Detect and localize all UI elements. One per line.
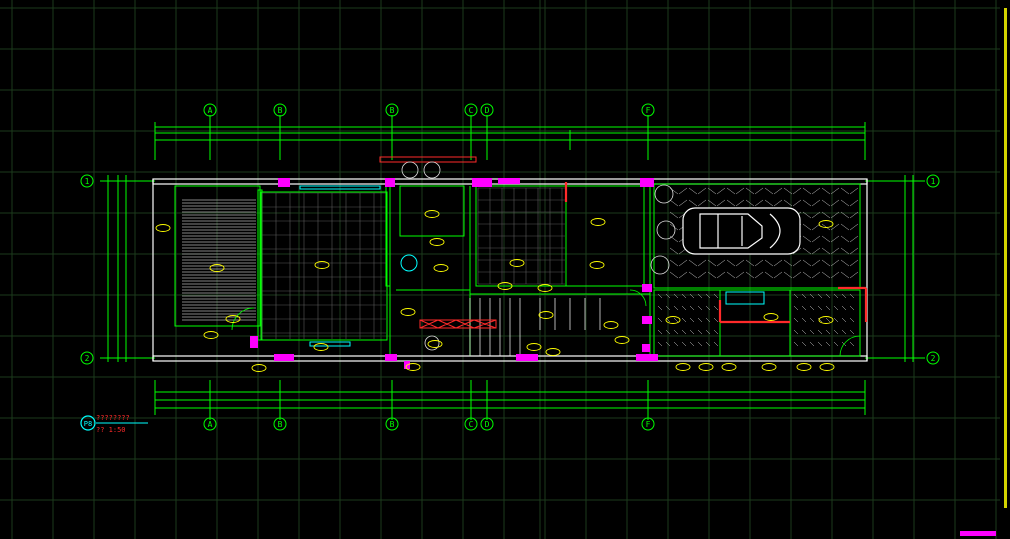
title-badge: P8 (84, 420, 92, 428)
axis-label-top: B (278, 106, 283, 115)
axis-bubble-labels: A B B C D F A B B C D F 1 2 1 2 (85, 106, 936, 429)
staircase (469, 298, 601, 356)
axis-label-side: 1 (85, 177, 90, 186)
layout-tab-marker[interactable] (960, 531, 996, 536)
red-partitions (564, 182, 868, 324)
axis-label-side: 1 (931, 177, 936, 186)
axis-label-top: D (485, 106, 490, 115)
car-icon (682, 207, 801, 255)
axis-label-top: F (646, 106, 651, 115)
kitchen-tile-pattern (477, 187, 565, 285)
storage-cabinets (379, 156, 497, 329)
tree-icon (401, 161, 676, 351)
deck-hatch (182, 199, 256, 321)
axis-label-top: B (390, 106, 395, 115)
drawing-title: ???????? (96, 414, 130, 422)
fixtures (299, 185, 765, 347)
dimension-lines-top (154, 115, 866, 160)
axis-label-bottom: F (646, 420, 651, 429)
axis-label-bottom: B (390, 420, 395, 429)
axis-label-bottom: B (278, 420, 283, 429)
axis-label-side: 2 (85, 354, 90, 363)
axis-label-bottom: C (469, 420, 474, 429)
dimension-lines-side (100, 175, 925, 362)
room-tags (155, 210, 835, 372)
axis-bubbles (80, 103, 940, 431)
axis-label-side: 2 (931, 354, 936, 363)
floor-tile-pattern (261, 192, 386, 339)
axis-label-bottom: D (485, 420, 490, 429)
axis-label-top: C (469, 106, 474, 115)
axis-label-bottom: A (208, 420, 213, 429)
title-block: P8 ???????? ?? 1:50 (80, 414, 148, 434)
dimension-lines-bottom (154, 380, 866, 420)
door-swings (231, 289, 861, 357)
axis-label-top: A (208, 106, 213, 115)
drawing-scale: ?? 1:50 (96, 426, 126, 434)
vertical-scrollbar[interactable] (1004, 8, 1007, 508)
